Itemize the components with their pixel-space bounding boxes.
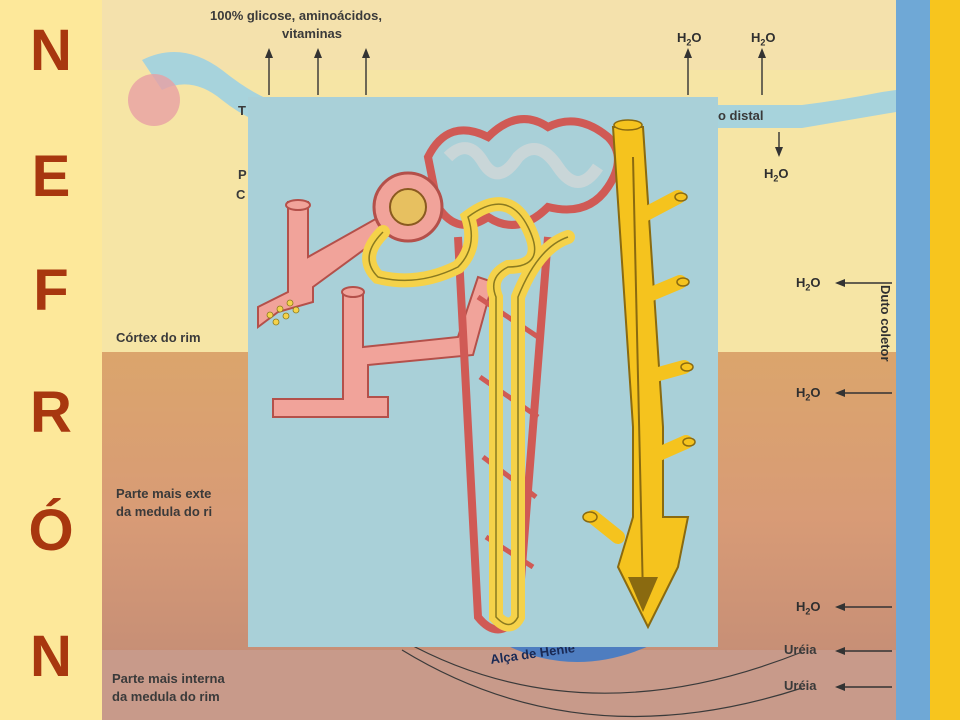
title-letter-6: N <box>30 624 72 689</box>
h2o-label-top-1: H2O <box>677 30 702 48</box>
h2o-label-top-2: H2O <box>751 30 776 48</box>
collecting-duct-label: Duto coletor <box>878 285 893 362</box>
title-letter-2: E <box>31 144 71 209</box>
collecting-duct-shape <box>896 0 930 720</box>
right-border-strip <box>930 0 960 720</box>
title-letter-1: N <box>30 18 72 83</box>
efferent-vessel <box>272 275 495 418</box>
inner-medulla-label-line2: da medula do rim <box>112 689 220 704</box>
glomerulus-shape <box>128 74 180 126</box>
urea-label-2: Uréia <box>784 678 817 693</box>
cortex-label: Córtex do rim <box>116 330 201 345</box>
side-title: N E F R Ó N <box>0 0 102 720</box>
urea-label-1: Uréia <box>784 642 817 657</box>
title-letter-4: R <box>30 380 72 445</box>
inner-medulla-region <box>102 650 930 720</box>
afferent-arteriole <box>257 201 389 329</box>
glomerulus <box>389 188 427 226</box>
h2o-label-duct-2: H2O <box>796 385 821 403</box>
nephron-inset-drawing <box>257 115 696 634</box>
nutrients-label-line2: vitaminas <box>282 26 342 41</box>
nephron-background-illustration <box>102 0 930 720</box>
nutrients-label-line1: 100% glicose, aminoácidos, <box>210 8 382 23</box>
outer-medulla-label-line1: Parte mais exte <box>116 486 212 501</box>
title-letter-3: F <box>33 258 69 323</box>
title-letter-5: Ó <box>28 498 74 563</box>
h2o-label-duct-3: H2O <box>796 599 821 617</box>
outer-medulla-label-line2: da medula do ri <box>116 504 213 519</box>
h2o-label-distal: H2O <box>764 166 789 184</box>
inner-medulla-label-line1: Parte mais interna <box>112 671 225 686</box>
left-fragment-c: C <box>236 187 246 202</box>
nephron-inset <box>248 97 718 647</box>
left-fragment-t: T <box>238 103 246 118</box>
distal-fragment: o distal <box>718 108 764 123</box>
proximal-convolutions <box>443 142 603 188</box>
left-fragment-p: P <box>238 167 247 182</box>
h2o-label-duct-1: H2O <box>796 275 821 293</box>
